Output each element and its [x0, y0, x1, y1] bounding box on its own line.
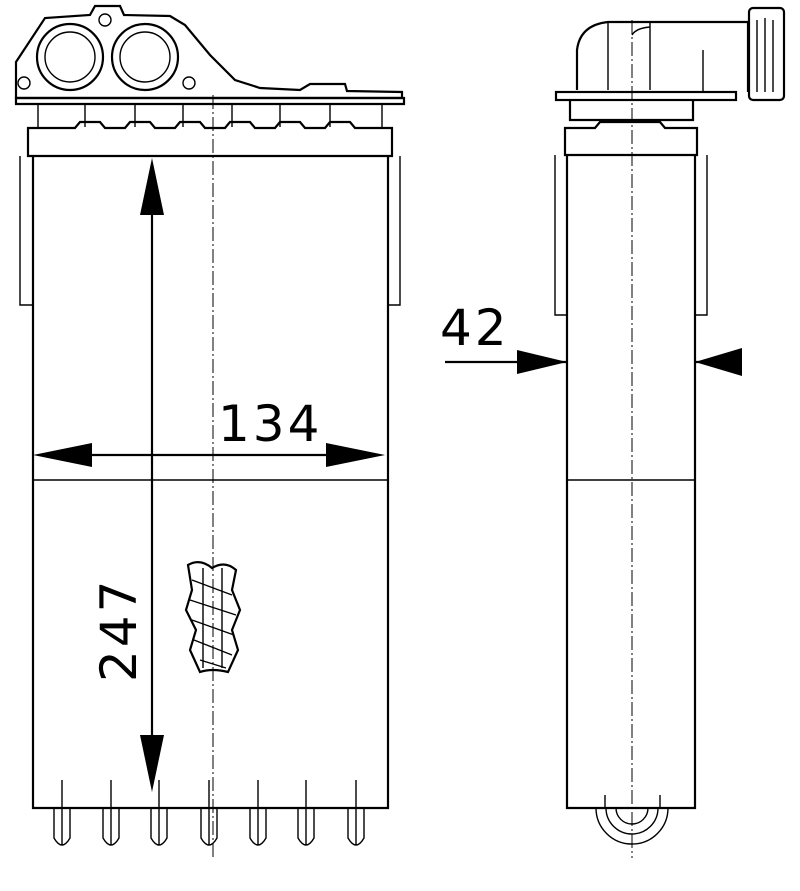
elbow-details: [607, 22, 704, 92]
bolt-hole: [98, 13, 112, 27]
connector-ribs: [756, 18, 774, 92]
height-dimension: 247: [90, 158, 164, 792]
header-ribs: [37, 104, 383, 127]
core-fin-cutaway: [184, 561, 242, 674]
mounting-plate: [14, 96, 406, 106]
width-dimension: 134: [33, 395, 385, 467]
depth-label: 42: [440, 299, 510, 357]
port-left: [35, 22, 105, 92]
side-body: [565, 155, 697, 810]
bottom-tubes: [53, 780, 365, 846]
connector: [747, 6, 786, 102]
port-right: [110, 22, 180, 92]
side-header: [563, 120, 699, 157]
port-left-inner: [44, 31, 96, 83]
height-label: 247: [90, 578, 148, 682]
elbow-pipe: [575, 20, 750, 92]
side-flanges: [554, 155, 708, 316]
port-right-inner: [119, 31, 171, 83]
bolt-hole: [17, 76, 31, 90]
front-view: 247 134: [14, 4, 406, 860]
bolt-hole: [182, 76, 196, 90]
top-header-tank: [26, 120, 394, 158]
side-view: 42: [440, 6, 786, 858]
width-label: 134: [218, 395, 322, 453]
core-body: [31, 156, 390, 810]
side-flanges: [19, 156, 401, 306]
bottom-bend: [595, 795, 669, 845]
depth-dimension: 42: [440, 299, 742, 376]
inlet-outlet-flange: [14, 4, 404, 100]
side-plate: [554, 90, 738, 102]
